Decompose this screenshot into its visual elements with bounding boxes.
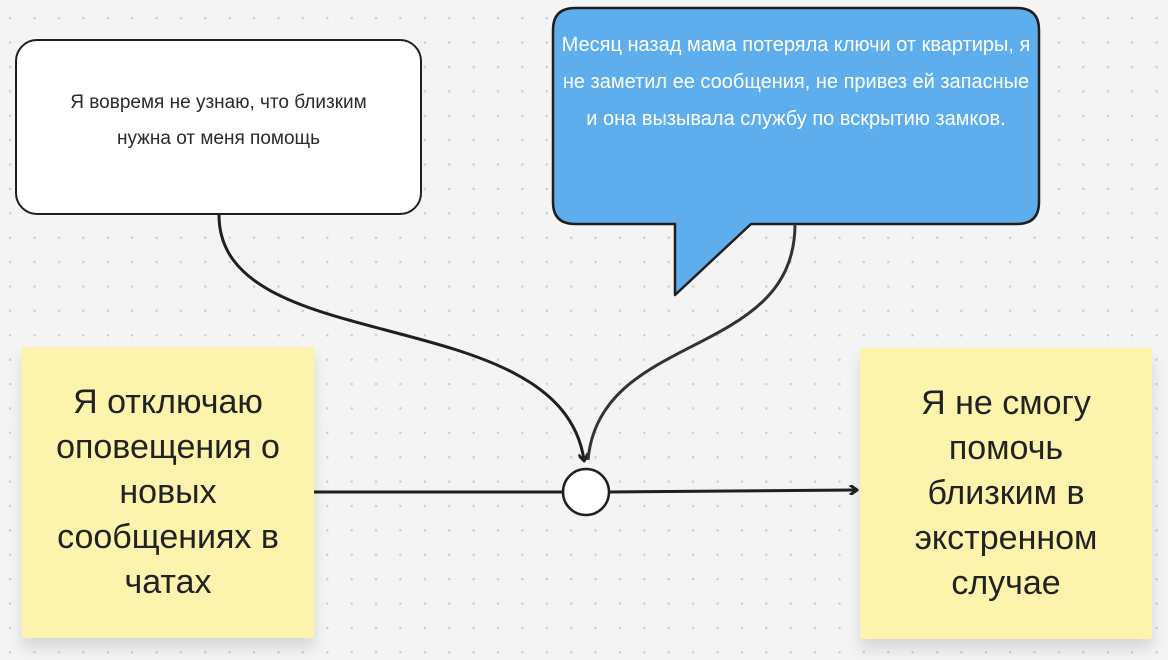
problem-card[interactable]: Я вовремя не узнаю, что близким нужна от…: [15, 39, 422, 215]
speech-bubble-shape[interactable]: [551, 6, 1041, 297]
sticky-note-cause-text: Я отключаю оповещения о новых сообщениях…: [56, 383, 280, 601]
sticky-note-effect[interactable]: Я не смогу помочь близким в экстренном с…: [860, 348, 1152, 639]
speech-bubble-text: Месяц назад мама потеряла ключи от кварт…: [561, 34, 1031, 130]
sticky-note-cause[interactable]: Я отключаю оповещения о новых сообщениях…: [22, 347, 314, 638]
sticky-note-effect-text: Я не смогу помочь близким в экстренном с…: [914, 384, 1098, 602]
connector-from-card[interactable]: [217, 214, 584, 460]
connector-node-to-effect[interactable]: [608, 490, 856, 492]
junction-node[interactable]: [561, 467, 611, 517]
connector-from-bubble[interactable]: [586, 223, 797, 461]
problem-card-text: Я вовремя не узнаю, что близким нужна от…: [70, 92, 367, 149]
